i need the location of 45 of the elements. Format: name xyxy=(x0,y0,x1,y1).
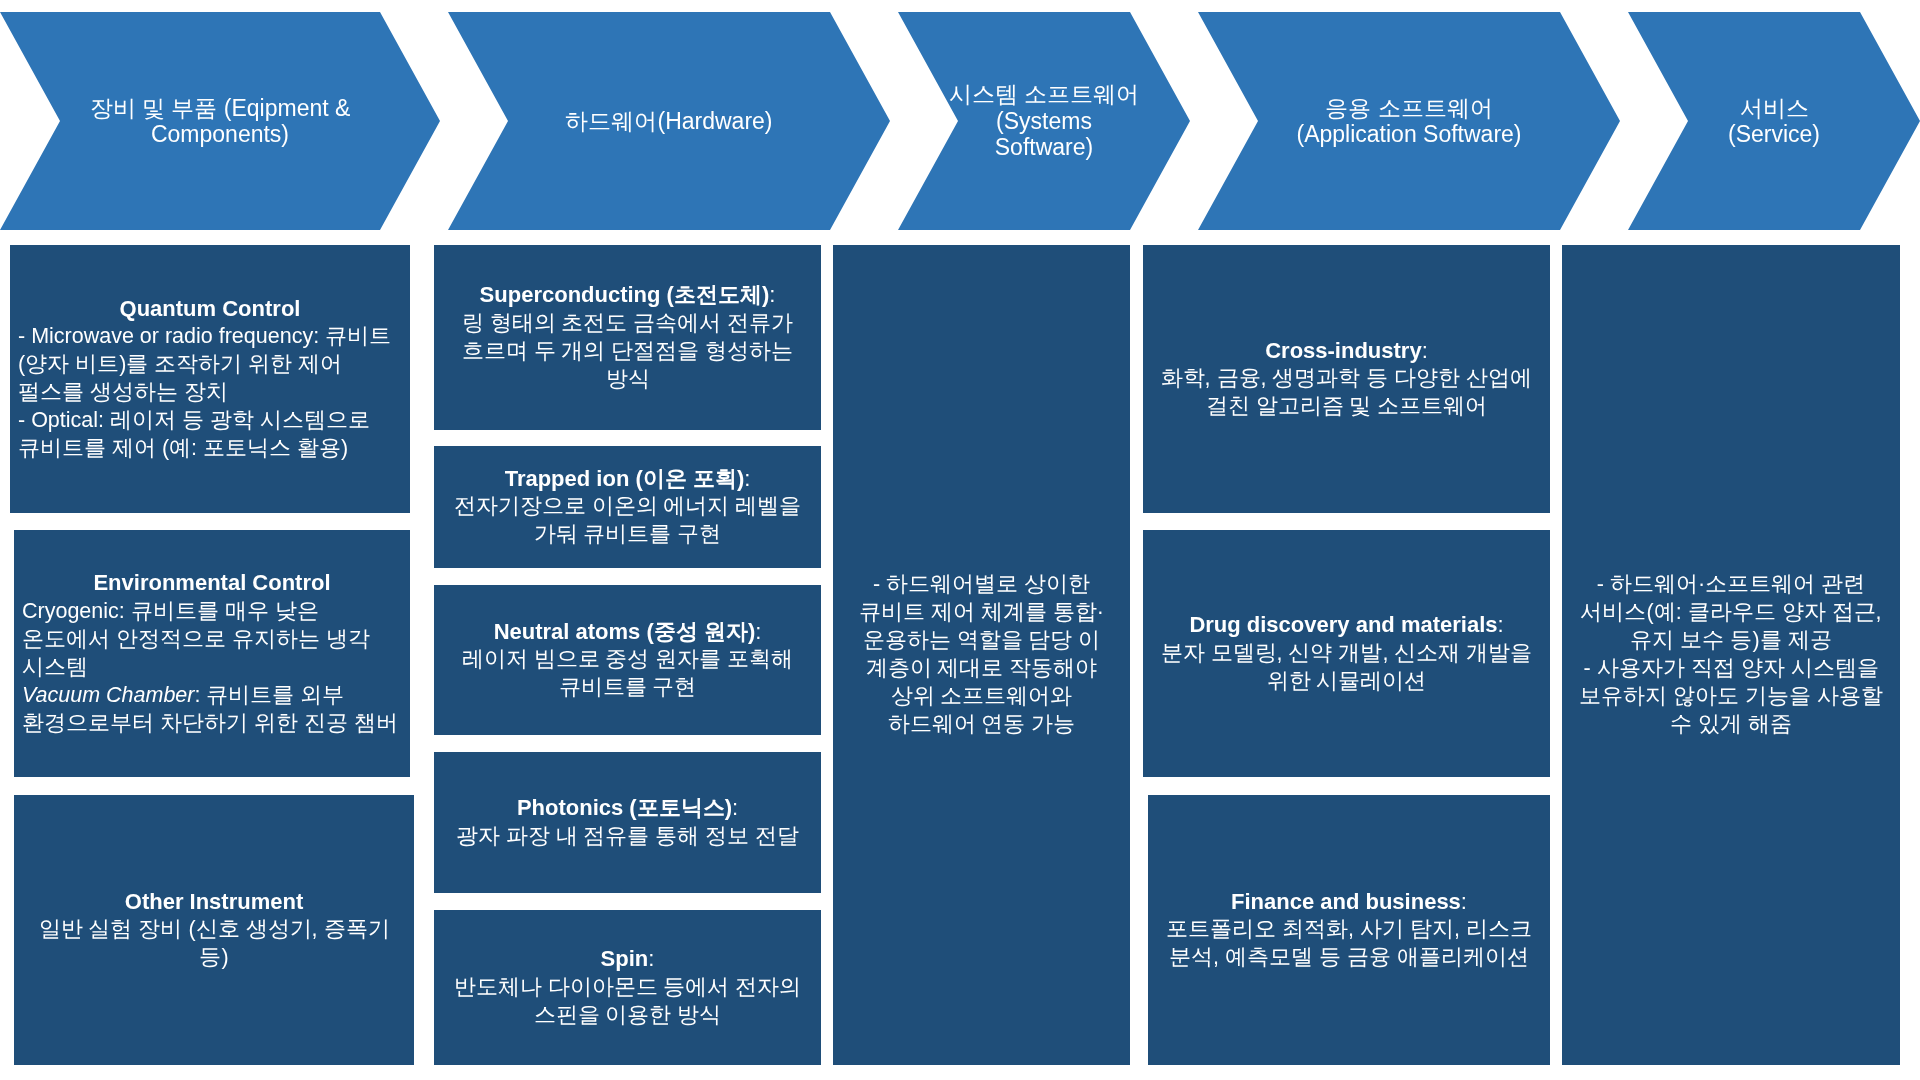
panel-text: - 하드웨어별로 상이한 큐비트 제어 체계를 통합·운용하는 역할을 담당 이 계층이 제대로 작동해야 상위 소프트웨어와 하드웨어 연동 가능 xyxy=(857,571,1106,738)
info-panel xyxy=(434,752,821,893)
panel-text: - Optical: 레이저 등 광학 시스템으로 큐비트를 제어 (예: 포토닉스 활용) xyxy=(18,407,371,463)
panel-heading: Photonics (포토닉스): xyxy=(515,794,740,823)
info-panel xyxy=(10,245,410,513)
stage-title: 장비 및 부품 (Eqipment & Components) xyxy=(88,94,352,148)
info-panel xyxy=(434,446,821,568)
panel-text: 반도체나 다이아몬드 등에서 전자의 스핀을 이용한 방식 xyxy=(452,973,803,1029)
info-panel xyxy=(434,245,821,430)
info-panel xyxy=(434,910,821,1065)
panel-heading: Other Instrument xyxy=(123,887,305,916)
stage-title: 서비스 (Service) xyxy=(1727,94,1821,148)
panel-text: - 하드웨어·소프트웨어 관련 서비스(예: 클라우드 양자 접근, 유지 보수 등)를 제공 xyxy=(1579,571,1883,655)
info-panel xyxy=(1148,795,1550,1065)
info-panel xyxy=(1143,245,1550,513)
panel-text: 레이저 빔으로 중성 원자를 포획해 큐비트를 구현 xyxy=(460,646,795,702)
panel-text: Cryogenic: 큐비트를 매우 낮은 온도에서 안정적으로 유지하는 냉각 시스템 xyxy=(22,597,371,681)
panel-text: 화학, 금융, 생명과학 등 다양한 산업에 걸친 알고리즘 및 소프트웨어 xyxy=(1159,365,1534,421)
info-panel xyxy=(833,245,1130,1065)
panel-text: 포트폴리오 최적화, 사기 탐지, 리스크 분석, 예측모델 등 금융 애플리케이션 xyxy=(1165,916,1533,972)
panel-text: Vacuum Chamber: 큐비트를 외부 환경으로부터 차단하기 위한 진공 챔버 xyxy=(22,681,399,737)
info-panel xyxy=(14,530,410,777)
panel-text: 광자 파장 내 점유를 통해 정보 전달 xyxy=(454,822,801,850)
stage-title: 하드웨어(Hardware) xyxy=(565,107,773,135)
panel-heading: Environmental Control xyxy=(92,569,332,598)
panel-text: - Microwave or radio frequency: 큐비트(양자 비트)를 조작하기 위한 제어 펄스를 생성하는 장치 xyxy=(18,323,393,407)
stage-title: 응용 소프트웨어 (Application Software) xyxy=(1295,94,1523,148)
panel-text: 분자 모델링, 신약 개발, 신소재 개발을 위한 시뮬레이션 xyxy=(1159,639,1534,695)
panel-text: 일반 실험 장비 (신호 생성기, 증폭기 등) xyxy=(37,916,391,972)
panel-text: 링 형태의 초전도 금속에서 전류가 흐르며 두 개의 단절점을 형성하는 방식 xyxy=(460,309,795,393)
panel-heading: Neutral atoms (중성 원자): xyxy=(492,617,763,646)
panel-text: 전자기장으로 이온의 에너지 레벨을 가둬 큐비트를 구현 xyxy=(452,493,803,549)
panel-heading: Superconducting (초전도체): xyxy=(478,281,777,310)
stage-title: 시스템 소프트웨어 (Systems Software) xyxy=(947,81,1141,161)
info-panel xyxy=(434,585,821,735)
info-panel xyxy=(1562,245,1900,1065)
info-panel xyxy=(1143,530,1550,777)
panel-heading: Quantum Control xyxy=(118,294,302,323)
panel-heading: Spin: xyxy=(599,945,656,974)
panel-heading: Trapped ion (이온 포획): xyxy=(503,464,752,493)
panel-heading: Drug discovery and materials: xyxy=(1188,611,1505,640)
info-panel xyxy=(14,795,414,1065)
panel-heading: Finance and business: xyxy=(1230,887,1468,916)
panel-heading: Cross-industry: xyxy=(1264,336,1429,365)
panel-text: - 사용자가 직접 양자 시스템을 보유하지 않아도 기능을 사용할 수 있게 해줌 xyxy=(1578,655,1884,738)
